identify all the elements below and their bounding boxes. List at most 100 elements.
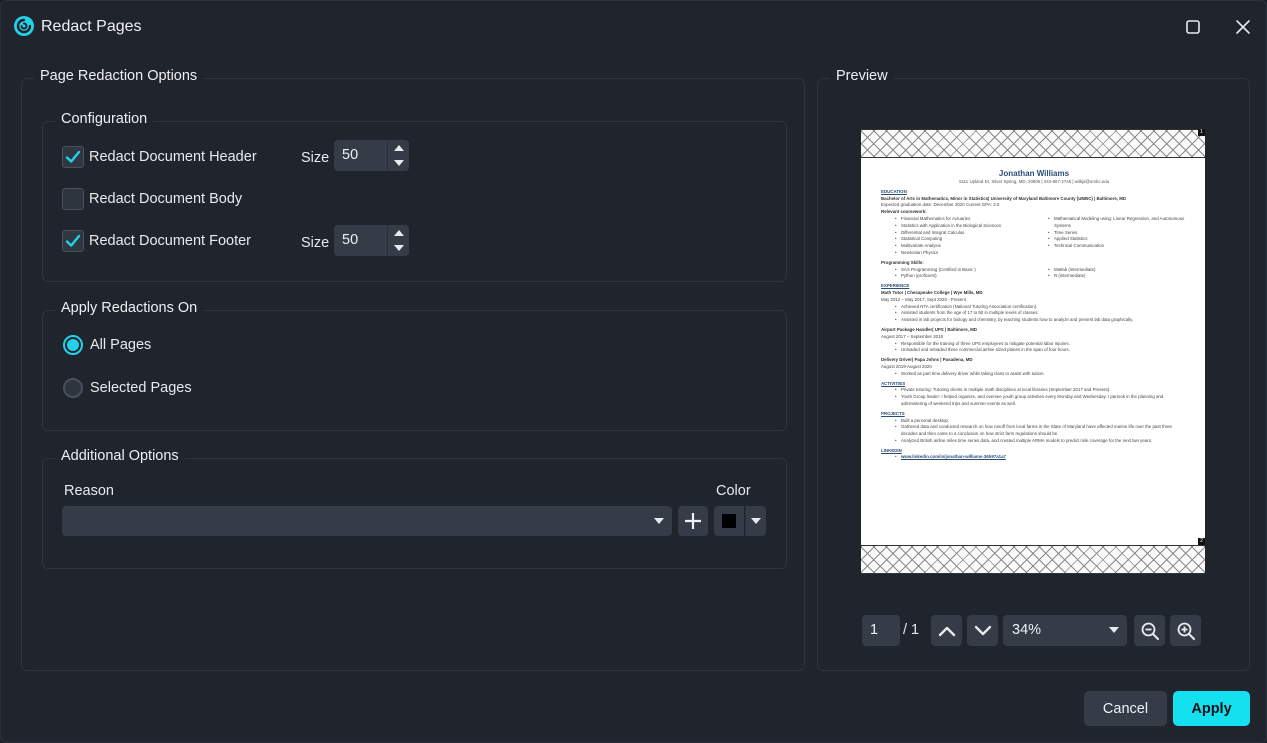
page-mark-top: 1	[1198, 129, 1205, 136]
all-pages-label: All Pages	[90, 337, 152, 353]
list-item: Time Series	[1034, 230, 1187, 237]
page-redaction-options-panel: Page Redaction Options Configuration Red…	[21, 68, 805, 671]
list-item: Technical Communication	[1034, 243, 1187, 250]
list-item: Python (proficient)	[881, 273, 1034, 280]
doc-line: Delivery Driver| Papa Johns | Pasadena, …	[881, 357, 973, 363]
list-item: Applied Statistics	[1034, 236, 1187, 243]
page-number-input[interactable]: 1	[862, 615, 900, 646]
list-item: Multivariate Analysis	[881, 243, 1034, 250]
app-logo-icon	[14, 16, 34, 36]
list-item: Newtonian Physics	[881, 250, 1034, 257]
selected-pages-radio[interactable]	[63, 378, 83, 398]
redact-footer-label: Redact Document Footer	[89, 233, 251, 249]
maximize-button[interactable]	[1180, 14, 1206, 40]
color-label: Color	[716, 483, 751, 499]
list-item: Mathematical Modeling using: Linear Regr…	[1034, 216, 1187, 230]
zoom-out-button[interactable]	[1134, 615, 1165, 646]
triangle-up-icon	[394, 144, 404, 151]
redact-body-checkbox[interactable]	[62, 188, 84, 210]
checkmark-icon	[65, 150, 81, 163]
all-pages-option[interactable]: All Pages	[63, 335, 151, 355]
configuration-title: Configuration	[55, 111, 154, 127]
selected-pages-option[interactable]: Selected Pages	[63, 378, 192, 398]
footer-size-stepper[interactable]: 50	[334, 225, 409, 256]
color-picker-dropdown[interactable]	[745, 506, 766, 536]
selected-pages-label: Selected Pages	[90, 380, 192, 396]
list-item: Built a personal desktop.	[881, 418, 1187, 425]
doc-line: Math Tutor | Chesapeake College | Wye Mi…	[881, 289, 983, 295]
apply-button[interactable]: Apply	[1173, 691, 1250, 726]
color-picker[interactable]	[714, 506, 744, 536]
reason-dropdown[interactable]	[62, 506, 672, 536]
previous-page-button[interactable]	[931, 615, 962, 646]
checkmark-icon	[65, 234, 81, 247]
plus-icon	[685, 513, 701, 529]
list-item: Private tutoring: Tutoring clients in mu…	[881, 387, 1187, 394]
header-size-stepper[interactable]: 50	[334, 140, 409, 171]
apply-redactions-group: Apply Redactions On All Pages Selected P…	[42, 300, 787, 431]
doc-section-heading: PROJECTS	[881, 410, 905, 416]
chevron-up-icon	[938, 626, 955, 636]
additional-options-title: Additional Options	[55, 448, 185, 464]
zoom-in-button[interactable]	[1170, 615, 1201, 646]
list-item: Responsible for the training of three UP…	[881, 341, 1187, 348]
chevron-down-icon	[974, 625, 991, 635]
additional-options-group: Additional Options Reason Color	[42, 448, 787, 569]
close-button[interactable]	[1230, 14, 1256, 40]
footer-redaction-area	[861, 545, 1205, 574]
maximize-icon	[1186, 20, 1200, 34]
configuration-group: Configuration Redact Document Header Siz…	[42, 111, 787, 282]
footer-size-decrement[interactable]	[388, 240, 410, 255]
doc-line: August 2019-August 2020	[881, 363, 932, 369]
footer-size-increment[interactable]	[388, 225, 410, 240]
dropdown-arrow-icon	[751, 518, 761, 524]
page-total: / 1	[903, 622, 920, 638]
redact-footer-checkbox[interactable]	[62, 230, 84, 252]
list-item: Assisted students from the age of 17 to …	[881, 310, 1187, 317]
header-size-decrement[interactable]	[388, 155, 410, 170]
header-redaction-area	[861, 129, 1205, 158]
list-item: Achieved NTA certification (National Tut…	[881, 304, 1187, 311]
close-icon	[1236, 20, 1250, 34]
cancel-button[interactable]: Cancel	[1084, 691, 1167, 726]
doc-section-heading: EXPERIENCE	[881, 283, 910, 289]
header-size-value: 50	[342, 147, 359, 163]
footer-size-value: 50	[342, 232, 359, 248]
list-item: Assisted in lab projects for biology and…	[881, 317, 1187, 324]
next-page-button[interactable]	[967, 615, 998, 646]
page-mark-bottom: 2	[1198, 538, 1205, 545]
color-swatch	[722, 514, 736, 528]
triangle-down-icon	[394, 159, 404, 166]
doc-section-heading: ACTIVITIES	[881, 380, 906, 386]
doc-line: Relevant coursework:	[881, 209, 927, 215]
doc-line: Bachelor of Arts in Mathematics, Minor i…	[881, 195, 1127, 201]
list-item: SAS Programming (Certified in Basic )	[881, 267, 1034, 274]
header-size-label: Size	[301, 150, 330, 166]
doc-contact: 1511 Upland Dr, Silver Spring, MD, 20905…	[958, 179, 1110, 184]
redact-body-row: Redact Document Body	[62, 188, 242, 210]
apply-redactions-title: Apply Redactions On	[55, 300, 204, 316]
zoom-dropdown[interactable]: 34%	[1003, 615, 1127, 646]
list-item: www.linkedin.com/in/jonathan-williams-36…	[881, 454, 1187, 461]
doc-section-heading: LINKEDIN	[881, 447, 902, 453]
list-item: Matlab (intermediate)	[1034, 267, 1187, 274]
redact-header-checkbox[interactable]	[62, 146, 84, 168]
triangle-down-icon	[394, 244, 404, 251]
zoom-in-icon	[1177, 622, 1195, 640]
zoom-out-icon	[1141, 622, 1159, 640]
reason-label: Reason	[64, 483, 114, 499]
redact-body-label: Redact Document Body	[89, 191, 243, 207]
doc-line: Airport Package Handler| UPS | Baltimore…	[881, 326, 977, 332]
redact-header-label: Redact Document Header	[89, 149, 257, 165]
doc-line: Programming Skills:	[881, 259, 924, 265]
list-item: Analyzed British airline miles time seri…	[881, 438, 1187, 445]
add-reason-button[interactable]	[678, 506, 708, 536]
header-size-increment[interactable]	[388, 140, 410, 155]
doc-line: August 2017 – September 2018	[881, 333, 944, 339]
zoom-value: 34%	[1012, 622, 1042, 638]
all-pages-radio[interactable]	[63, 335, 83, 355]
doc-line: May 2012 – May 2017; Sept 2020 - Present	[881, 296, 966, 302]
document-content: Jonathan Williams 1511 Upland Dr, Silver…	[881, 169, 1187, 461]
list-item: R (intermediate)	[1034, 273, 1187, 280]
